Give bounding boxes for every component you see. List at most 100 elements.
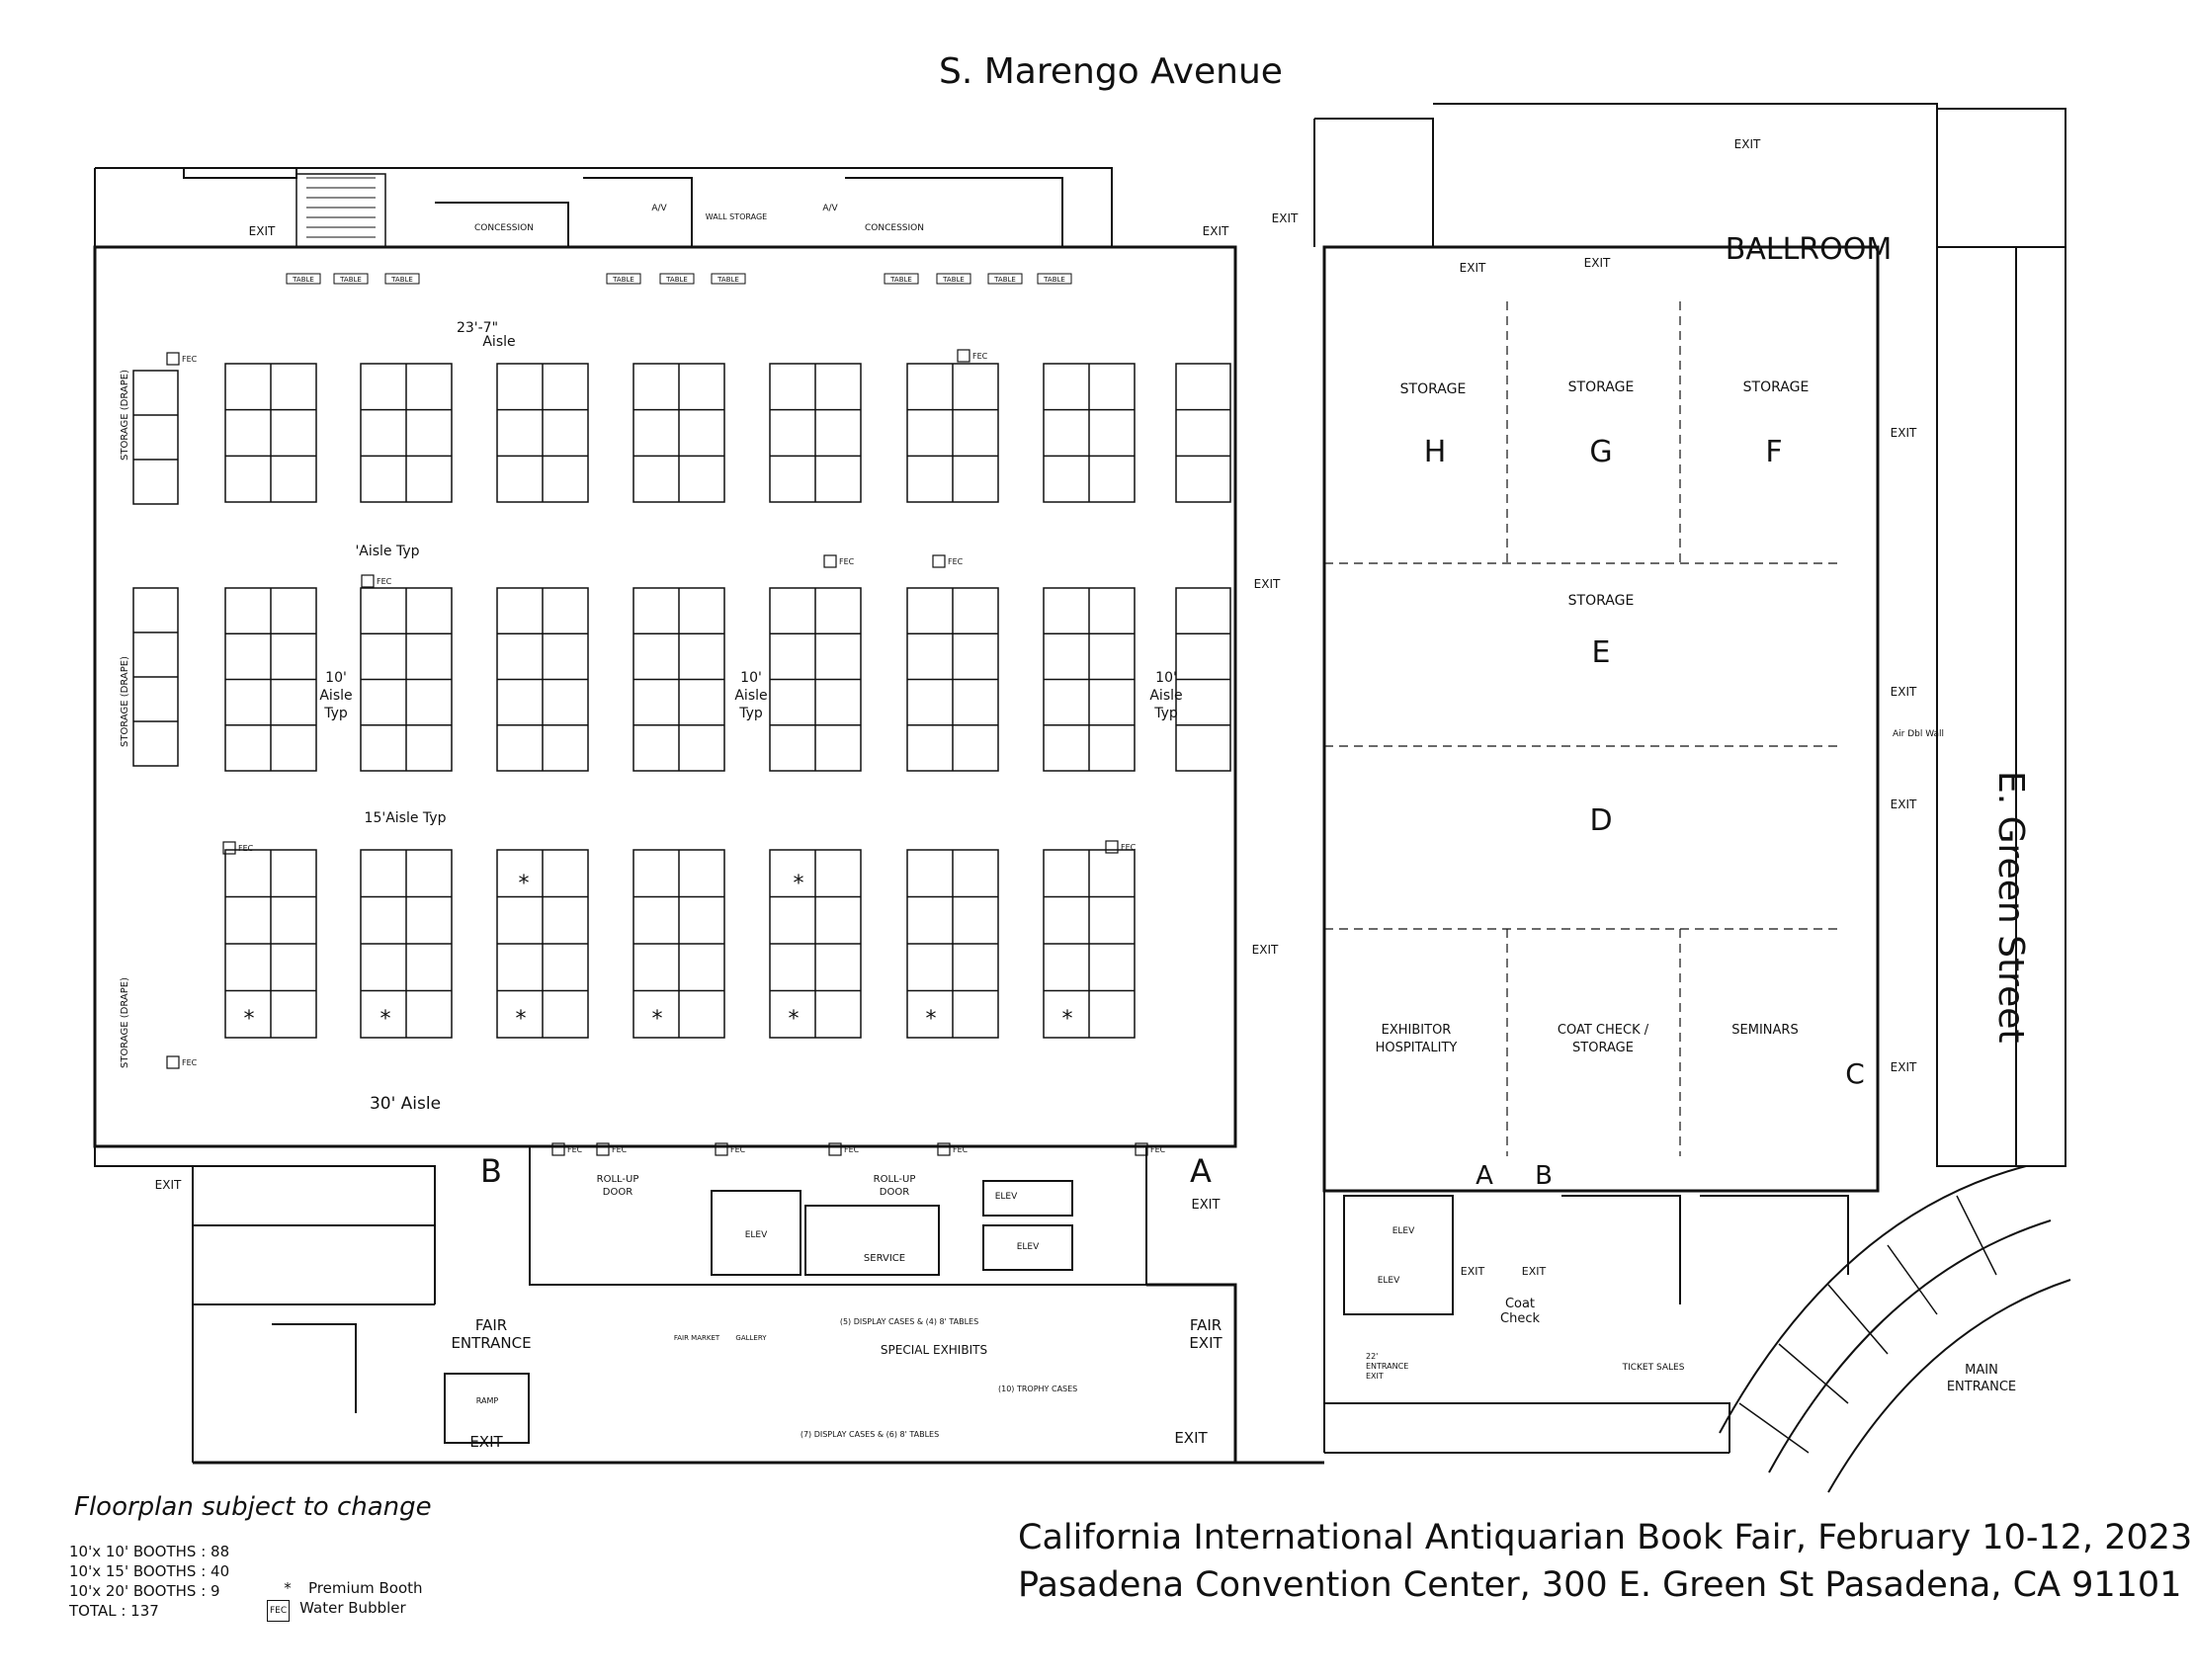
booth-block — [632, 849, 725, 1039]
premium-booth-marker: * — [519, 872, 530, 896]
ballroom-door-b: B — [1535, 1161, 1553, 1191]
exit-label: EXIT — [1891, 798, 1917, 811]
subject-to-change-note: Floorplan subject to change — [74, 1492, 432, 1522]
entrance-exit-note: ENTRANCE — [1366, 1362, 1408, 1371]
booth-count-line: 10'x 10' BOOTHS : 88 — [69, 1543, 230, 1560]
table-marker — [286, 273, 321, 285]
svg-text:FEC: FEC — [182, 1058, 198, 1067]
elevator-label: ELEV — [1378, 1276, 1400, 1286]
premium-booth-markers: ********* — [244, 872, 1073, 1032]
ramp-label: RAMP — [476, 1396, 499, 1405]
av-label: A/V — [651, 204, 667, 213]
svg-text:FEC: FEC — [844, 1145, 860, 1154]
exit-label: EXIT — [1460, 261, 1486, 275]
entrance-exit-note: 22' — [1366, 1352, 1378, 1361]
booth-block — [1043, 363, 1136, 503]
coat-check-storage-label: STORAGE — [1572, 1041, 1634, 1055]
ballroom-section-f: F — [1765, 435, 1782, 469]
main-entrance-arc — [1719, 1165, 2071, 1493]
ballroom-storage-h: STORAGE — [1400, 381, 1467, 397]
door-b-label: B — [480, 1152, 502, 1190]
svg-text:FEC: FEC — [839, 557, 855, 566]
concession-label: CONCESSION — [865, 223, 924, 233]
event-address-line: Pasadena Convention Center, 300 E. Green… — [1018, 1565, 2182, 1605]
svg-text:FEC: FEC — [1121, 843, 1137, 852]
exit-label: EXIT — [155, 1178, 182, 1192]
svg-text:FEC: FEC — [182, 355, 198, 364]
ballroom-section-h: H — [1424, 435, 1447, 469]
booth-block — [1175, 587, 1231, 772]
booth-block — [224, 587, 317, 772]
booth-count-line: 10'x 15' BOOTHS : 40 — [69, 1562, 230, 1580]
ballroom-section-e: E — [1592, 635, 1611, 670]
aisle-label: 'Aisle Typ — [355, 544, 419, 559]
exit-label: EXIT — [1891, 685, 1917, 699]
svg-text:FEC: FEC — [567, 1145, 583, 1154]
svg-text:FEC: FEC — [377, 577, 392, 586]
premium-booth-marker: * — [244, 1007, 255, 1032]
premium-booth-marker: * — [380, 1007, 391, 1032]
water-bubbler-icon: FEC — [166, 352, 198, 366]
svg-text:FEC: FEC — [238, 844, 254, 853]
exit-label: EXIT — [1734, 137, 1761, 151]
east-wall — [1936, 246, 2066, 1167]
table-label: TABLE — [942, 276, 965, 284]
booth-count-line: 10'x 20' BOOTHS : 9 — [69, 1582, 220, 1600]
main-entrance-label: ENTRANCE — [1947, 1380, 2016, 1394]
booth-block — [360, 849, 453, 1039]
exit-label: EXIT — [1254, 577, 1281, 591]
av-label: A/V — [822, 204, 838, 213]
fair-entrance-label: ENTRANCE — [451, 1334, 531, 1352]
booth-block — [1043, 587, 1136, 772]
exhibit-hall-outer-wall — [94, 167, 1113, 247]
aisle-label: 23'-7" — [457, 320, 498, 336]
event-title-line: California International Antiquarian Boo… — [1018, 1518, 2192, 1557]
coat-check-label: Coat — [1505, 1297, 1535, 1311]
exit-label: EXIT — [1461, 1265, 1485, 1278]
svg-text:FEC: FEC — [953, 1145, 969, 1154]
street-label-marengo: S. Marengo Avenue — [939, 51, 1283, 92]
aisle-label: Aisle — [734, 688, 767, 704]
elevator-label: ELEV — [745, 1230, 768, 1240]
svg-text:FEC: FEC — [1150, 1145, 1166, 1154]
water-bubbler-icon: FEC — [1105, 840, 1137, 854]
aisle-label: Aisle — [319, 688, 352, 704]
ballroom-door-a: A — [1475, 1161, 1493, 1191]
table-marker — [659, 273, 695, 285]
booth-block — [906, 363, 999, 503]
aisle-label: Typ — [738, 706, 763, 721]
exit-label: EXIT — [1891, 1060, 1917, 1074]
booth-block — [632, 363, 725, 503]
table-marker — [987, 273, 1023, 285]
exit-label: EXIT — [249, 224, 276, 238]
exit-label: EXIT — [1584, 256, 1611, 270]
table-label: TABLE — [1043, 276, 1065, 284]
exit-label: EXIT — [1272, 211, 1299, 225]
svg-text:FEC: FEC — [972, 352, 988, 361]
table-label: TABLE — [993, 276, 1016, 284]
booth-block — [906, 587, 999, 772]
premium-booth-marker: * — [652, 1007, 663, 1032]
aisle-label: Typ — [1153, 706, 1178, 721]
exhibitor-hospitality-label: HOSPITALITY — [1376, 1041, 1458, 1055]
exhibit-hall-wall — [93, 245, 1237, 1148]
aisle-label: 10' — [325, 670, 347, 686]
south-wall — [193, 1283, 1324, 1465]
svg-text:FEC: FEC — [612, 1145, 628, 1154]
fair-exit-label: EXIT — [1189, 1334, 1222, 1352]
legend-label: Water Bubbler — [299, 1599, 406, 1617]
premium-booth-symbol: * — [284, 1579, 292, 1597]
exit-label: EXIT — [1203, 224, 1229, 238]
aisle-label: Aisle — [482, 334, 515, 350]
ballroom-storage-f: STORAGE — [1743, 379, 1810, 395]
special-exhibits-label: SPECIAL EXHIBITS — [881, 1343, 987, 1357]
storage-drape-label: STORAGE (DRAPE) — [120, 370, 130, 461]
booth-block — [1175, 363, 1231, 503]
exit-label: EXIT — [1522, 1265, 1547, 1278]
ballroom-storage-e: STORAGE — [1568, 593, 1635, 609]
ballroom-section-d: D — [1589, 803, 1612, 838]
premium-booth-marker: * — [794, 872, 804, 896]
water-bubbler-icon: FEC — [1135, 1142, 1166, 1156]
